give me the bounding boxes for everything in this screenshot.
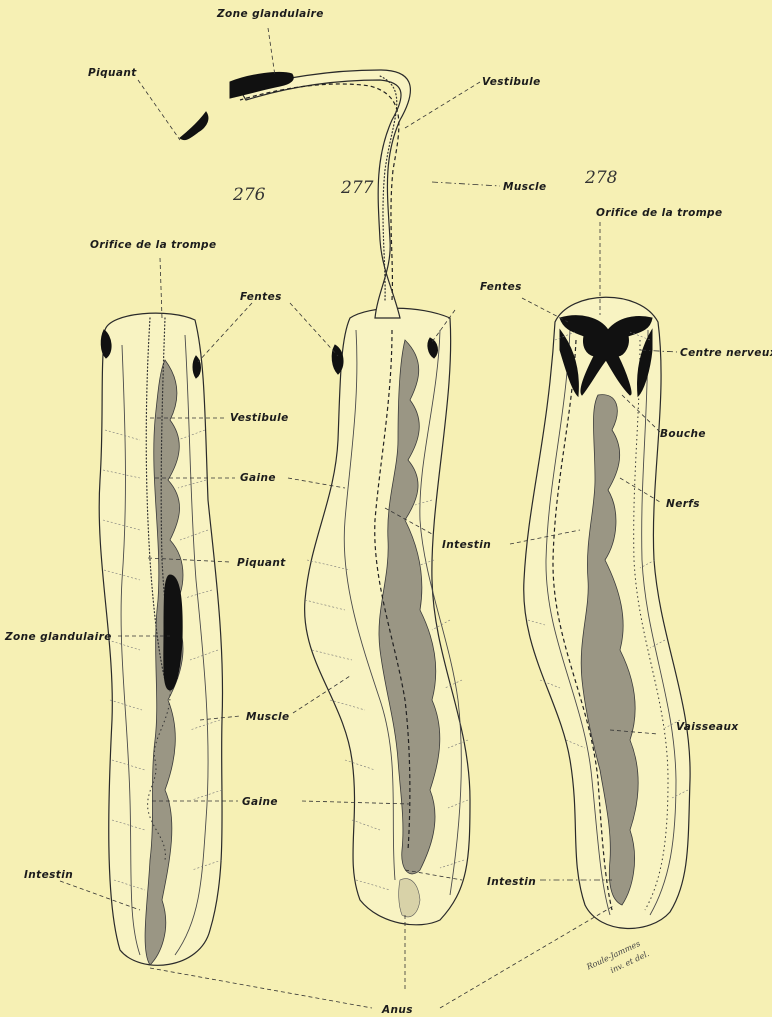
figure-number-277: 277 <box>340 178 374 198</box>
label-muscle-mid: Muscle <box>246 711 290 723</box>
label-anus: Anus <box>381 1004 413 1016</box>
figure-277-body <box>180 70 470 925</box>
label-centre-nerveux: Centre nerveux <box>680 347 772 359</box>
label-gaine-bottom: Gaine <box>242 796 278 808</box>
label-orifice-276: Orifice de la trompe <box>90 239 217 251</box>
label-fentes-278: Fentes <box>480 281 522 293</box>
label-gaine-top: Gaine <box>240 472 276 484</box>
label-bouche: Bouche <box>660 428 706 440</box>
label-vaisseaux: Vaisseaux <box>676 721 739 733</box>
label-orifice-278: Orifice de la trompe <box>596 207 723 219</box>
figure-276-body <box>99 313 222 965</box>
label-intestin-mid: Intestin <box>442 539 491 551</box>
figure-number-278: 278 <box>584 168 618 188</box>
figure-278-body <box>524 297 690 928</box>
figure-number-276: 276 <box>232 185 266 205</box>
label-piquant-276: Piquant <box>237 557 286 569</box>
label-vestibule-277: Vestibule <box>482 76 541 88</box>
label-intestin-right: Intestin <box>487 876 536 888</box>
artist-signature: Roule-Jammes inv. et del. <box>584 937 650 983</box>
label-fentes-276: Fentes <box>240 291 282 303</box>
label-vestibule-276: Vestibule <box>230 412 289 424</box>
label-piquant-top: Piquant <box>88 67 137 79</box>
label-zone-glandulaire-top: Zone glandulaire <box>216 8 324 20</box>
label-nerfs: Nerfs <box>666 498 700 510</box>
label-muscle-277: Muscle <box>503 181 547 193</box>
label-intestin-left: Intestin <box>24 869 73 881</box>
label-zone-glandulaire-276: Zone glandulaire <box>4 631 112 643</box>
